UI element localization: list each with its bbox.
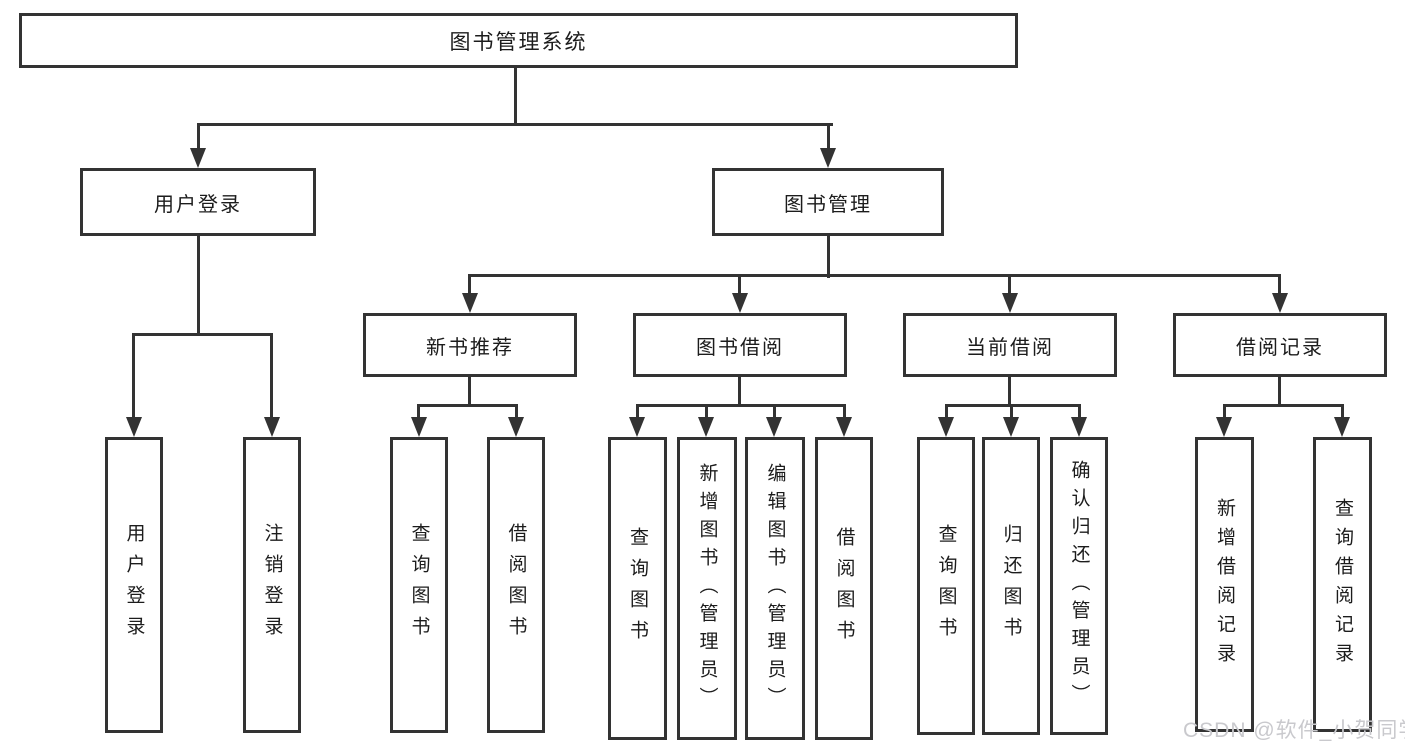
- connector-line: [1278, 274, 1281, 297]
- box-user-login: 用户登录: [80, 168, 316, 236]
- box-label: 用户登录: [154, 193, 242, 216]
- leaf-add-books-admin: 新增图书（管理员）: [677, 437, 737, 740]
- leaf-label: 查询图书: [935, 524, 957, 648]
- leaf-return-books: 归还图书: [982, 437, 1040, 735]
- connector-line: [1223, 404, 1343, 407]
- leaf-query-books-recommend: 查询图书: [390, 437, 448, 733]
- connector-line: [468, 274, 471, 297]
- connector-line: [417, 404, 518, 407]
- leaf-query-books-borrow: 查询图书: [608, 437, 667, 740]
- arrow-down-icon: [411, 417, 427, 437]
- arrow-down-icon: [190, 148, 206, 168]
- connector-line: [738, 377, 741, 407]
- box-label: 当前借阅: [966, 336, 1054, 359]
- connector-line: [417, 404, 420, 419]
- arrow-down-icon: [629, 417, 645, 437]
- leaf-label: 新增借阅记录: [1214, 497, 1235, 672]
- leaf-label: 借阅图书: [505, 523, 527, 647]
- leaf-logout: 注销登录: [243, 437, 301, 733]
- connector-line: [843, 404, 846, 419]
- arrow-down-icon: [938, 417, 954, 437]
- arrow-down-icon: [820, 148, 836, 168]
- leaf-label: 查询图书: [408, 523, 430, 647]
- root-label: 图书管理系统: [449, 30, 588, 54]
- connector-line: [705, 404, 708, 419]
- connector-line: [945, 404, 948, 419]
- connector-line: [1010, 404, 1013, 419]
- arrow-down-icon: [766, 417, 782, 437]
- leaf-borrow-books: 借阅图书: [815, 437, 873, 740]
- leaf-query-books-current: 查询图书: [917, 437, 975, 735]
- connector-line: [270, 333, 273, 419]
- box-label: 借阅记录: [1236, 336, 1324, 359]
- leaf-edit-books-admin: 编辑图书（管理员）: [745, 437, 805, 740]
- leaf-user-login: 用户登录: [105, 437, 163, 733]
- box-label: 新书推荐: [426, 336, 514, 359]
- leaf-label: 编辑图书（管理员）: [764, 462, 786, 715]
- connector-line: [197, 123, 833, 126]
- leaf-query-borrow-record: 查询借阅记录: [1313, 437, 1372, 732]
- leaf-label: 新增图书（管理员）: [696, 462, 718, 715]
- connector-line: [1078, 404, 1081, 419]
- arrow-down-icon: [1002, 293, 1018, 313]
- box-current-borrow: 当前借阅: [903, 313, 1117, 377]
- arrow-down-icon: [1334, 417, 1350, 437]
- connector-line: [1223, 404, 1226, 419]
- connector-line: [468, 274, 1281, 277]
- leaf-confirm-return-admin: 确认归还（管理员）: [1050, 437, 1108, 735]
- arrow-down-icon: [1272, 293, 1288, 313]
- box-label: 图书管理: [784, 193, 872, 216]
- root-box-library-system: 图书管理系统: [19, 13, 1018, 68]
- connector-line: [1278, 377, 1281, 407]
- leaf-label: 确认归还（管理员）: [1068, 460, 1090, 712]
- connector-line: [132, 333, 273, 336]
- csdn-watermark: CSDN @软件_小贺同学: [1183, 719, 1405, 742]
- leaf-label: 归还图书: [1000, 524, 1022, 648]
- box-new-book-recommend: 新书推荐: [363, 313, 577, 377]
- arrow-down-icon: [264, 417, 280, 437]
- connector-line: [827, 123, 830, 150]
- connector-line: [514, 66, 517, 126]
- arrow-down-icon: [1071, 417, 1087, 437]
- leaf-label: 借阅图书: [833, 526, 855, 651]
- connector-line: [132, 333, 135, 419]
- arrow-down-icon: [1216, 417, 1232, 437]
- connector-line: [636, 404, 639, 419]
- connector-line: [738, 274, 741, 297]
- box-book-management: 图书管理: [712, 168, 944, 236]
- arrow-down-icon: [508, 417, 524, 437]
- connector-line: [515, 404, 518, 419]
- connector-line: [1008, 377, 1011, 407]
- box-label: 图书借阅: [696, 336, 784, 359]
- arrow-down-icon: [836, 417, 852, 437]
- leaf-add-borrow-record: 新增借阅记录: [1195, 437, 1254, 732]
- connector-line: [197, 236, 200, 336]
- connector-line: [827, 236, 830, 278]
- connector-line: [197, 123, 200, 150]
- leaf-label: 查询借阅记录: [1332, 497, 1353, 672]
- leaf-label: 用户登录: [123, 523, 145, 647]
- arrow-down-icon: [1003, 417, 1019, 437]
- leaf-borrow-books-recommend: 借阅图书: [487, 437, 545, 733]
- arrow-down-icon: [126, 417, 142, 437]
- connector-line: [636, 404, 845, 407]
- leaf-label: 查询图书: [627, 526, 648, 651]
- arrow-down-icon: [462, 293, 478, 313]
- connector-line: [468, 377, 471, 407]
- box-book-borrow: 图书借阅: [633, 313, 847, 377]
- connector-line: [1008, 274, 1011, 297]
- box-borrow-records: 借阅记录: [1173, 313, 1387, 377]
- connector-line: [773, 404, 776, 419]
- arrow-down-icon: [698, 417, 714, 437]
- connector-line: [1341, 404, 1344, 419]
- arrow-down-icon: [732, 293, 748, 313]
- leaf-label: 注销登录: [261, 523, 283, 647]
